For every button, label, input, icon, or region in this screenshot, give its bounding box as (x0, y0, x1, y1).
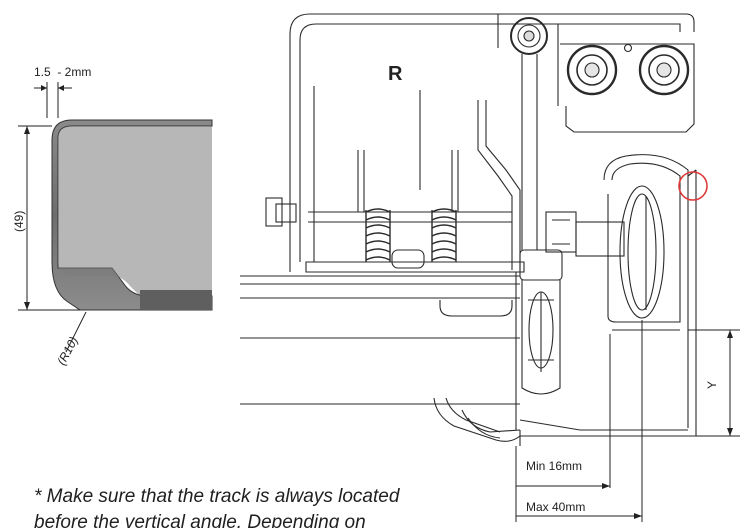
left-shaft (265, 197, 297, 227)
assembly-drawing (240, 13, 697, 446)
hook-bracket (603, 154, 697, 436)
dim-max-label: Max 40mm (526, 500, 585, 514)
radius-label: (R10) (54, 334, 80, 367)
profile-lower-band (140, 290, 212, 310)
radius-callout: (R10) (54, 311, 87, 367)
profile-section: 1.5 - 2mm (49) (R10) (12, 65, 213, 367)
installation-note: * Make sure that the track is always loc… (34, 484, 554, 528)
width-dimensions (515, 320, 643, 522)
bolt-center (566, 44, 618, 96)
hanger-rod (477, 54, 538, 270)
dim-y-label: Y (705, 381, 719, 389)
bolt-right (638, 44, 690, 96)
highlight-circle (678, 171, 708, 201)
thickness-dimension: 1.5 - 2mm (34, 65, 91, 118)
pulley-carrier (515, 249, 563, 430)
y-dimension (688, 329, 740, 437)
spring-right (431, 208, 457, 262)
note-line-2: before the vertical angle. Depending on (34, 512, 366, 528)
note-line-1: * Make sure that the track is always loc… (34, 486, 400, 507)
thickness-label: 1.5 - 2mm (34, 65, 91, 79)
profile-inner-face (58, 126, 212, 296)
spring-frame (305, 86, 525, 273)
spring-left (365, 208, 391, 262)
bottom-track (433, 397, 696, 446)
top-fasteners (510, 17, 690, 96)
mark-letter: R (388, 63, 403, 85)
side-roller (545, 185, 665, 319)
track-rail (240, 275, 520, 405)
housing (289, 13, 695, 272)
height-dimension: (49) (12, 125, 80, 311)
height-label: (49) (12, 211, 26, 232)
bolt-left (510, 17, 548, 55)
dim-min-label: Min 16mm (526, 459, 582, 473)
